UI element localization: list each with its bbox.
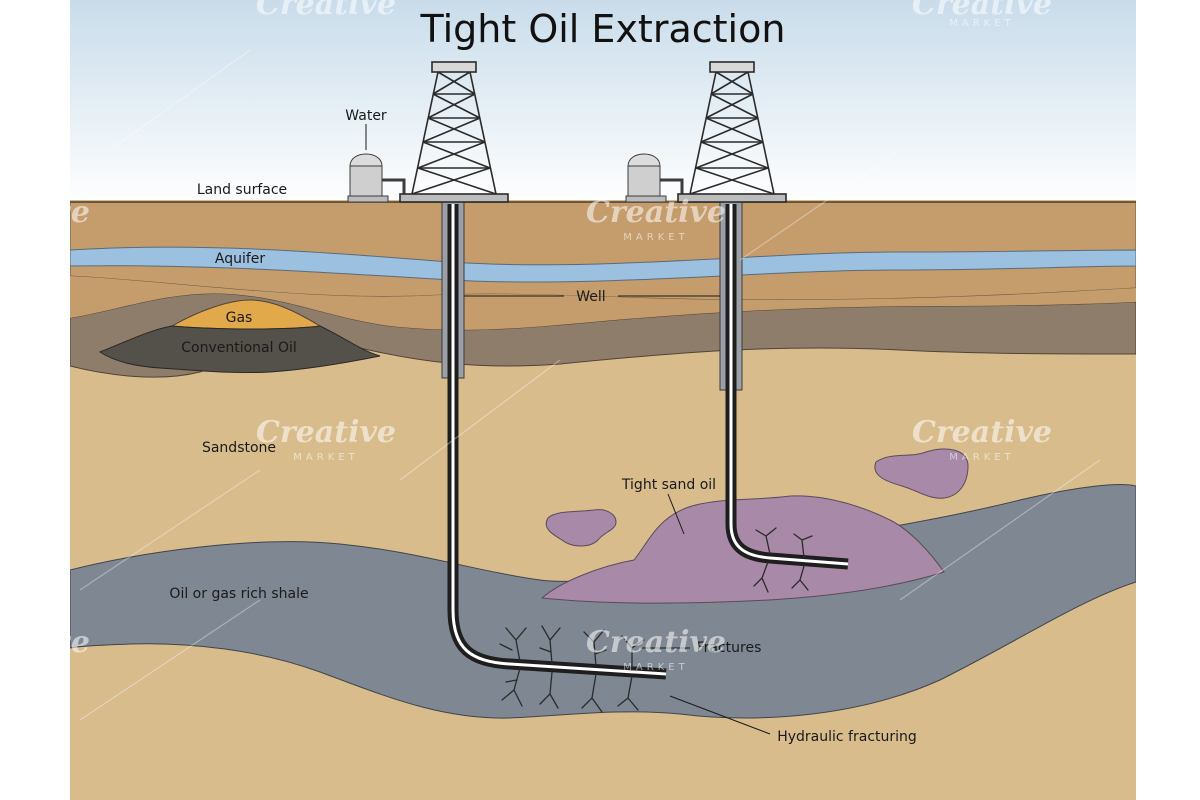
watermark-brand: Creative	[586, 625, 726, 660]
label-sandstone: Sandstone	[202, 440, 276, 456]
tight-oil-small-pocket	[545, 509, 617, 547]
watermark-sub: MARKET	[949, 452, 1014, 463]
watermark-streaks	[79, 49, 1101, 721]
watermark-brand: Creative	[586, 195, 726, 230]
derrick-1	[399, 61, 509, 203]
label-water: Water	[345, 108, 387, 124]
derrick-2	[677, 61, 787, 203]
sky	[70, 0, 1136, 205]
watermark-brand: Creative	[912, 0, 1052, 22]
cross-section: Water Land surface Aquifer Gas Conventio…	[70, 0, 1136, 800]
watermark-brand: Creative	[256, 415, 396, 450]
watermark-brand: Creative	[912, 415, 1052, 450]
topsoil-lower-fill	[70, 276, 1136, 330]
label-gas: Gas	[226, 310, 253, 326]
conventional-oil-pocket	[98, 325, 381, 374]
label-land-surface: Land surface	[197, 182, 287, 198]
diagram-title: Tight Oil Extraction	[420, 7, 786, 51]
watermark-sub: MARKET	[293, 452, 358, 463]
hydraulic-leader	[669, 695, 771, 735]
label-fractures: Fractures	[697, 640, 762, 656]
label-conventional-oil: Conventional Oil	[181, 340, 297, 356]
fractures-well-2	[753, 527, 813, 593]
watermark-brand: Creative	[0, 195, 90, 230]
label-aquifer: Aquifer	[215, 251, 266, 267]
watermark-sub: MARKET	[623, 662, 688, 673]
fractures-well-1	[499, 625, 645, 713]
watermark-brand: Creative	[0, 625, 90, 660]
well-2-pipe-core	[729, 204, 849, 566]
watermark-sub: MARKET	[949, 18, 1014, 29]
water-tank-2	[625, 153, 684, 203]
tight-oil-far-pocket	[874, 448, 969, 499]
label-well: Well	[576, 289, 605, 305]
watermark: Creative Creative MARKET Creative MARKET…	[0, 0, 1052, 673]
label-tight-sand-oil: Tight sand oil	[621, 477, 716, 493]
watermark-sub: MARKET	[623, 232, 688, 243]
watermark-brand: Creative	[256, 0, 396, 22]
tight-oil-leader	[667, 493, 685, 535]
label-shale: Oil or gas rich shale	[169, 586, 308, 602]
label-hydraulic-fracturing: Hydraulic fracturing	[777, 729, 917, 745]
water-tank-1	[347, 153, 406, 203]
well-1-pipe-core	[451, 204, 667, 676]
